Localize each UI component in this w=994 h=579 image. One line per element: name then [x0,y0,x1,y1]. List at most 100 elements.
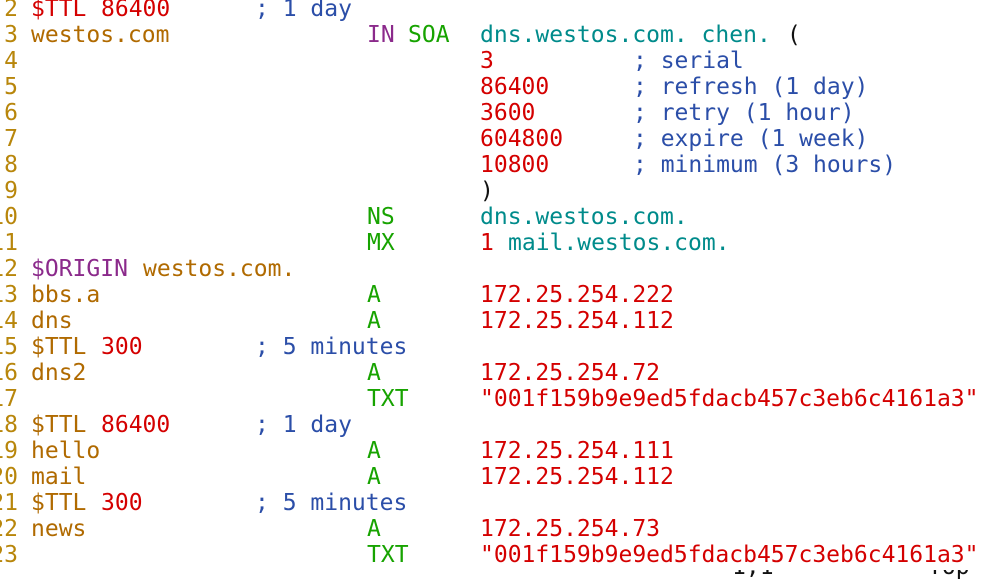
line-2[interactable]: 2 $TTL 86400 ; 1 day [0,0,994,22]
cursor-position: 1,1 [732,570,774,579]
line-10[interactable]: 10 NS dns.westos.com. [0,204,994,230]
ttl-directive: $TTL [31,490,87,516]
ttl-value: 300 [101,334,143,360]
record-type: NS [367,204,395,230]
line-15[interactable]: 15 $TTL 300 ; 5 minutes [0,334,994,360]
ttl-directive: $TTL [31,0,87,22]
txt-value: "001f159b9e9ed5fdacb457c3eb6c4161a3" [480,542,979,568]
line-6[interactable]: 6 3600 ; retry (1 hour) [0,100,994,126]
record-owner: dns [31,308,73,334]
line-number: 3 [4,22,18,48]
comment: ; 5 minutes [255,490,408,516]
record-data: 172.25.254.73 [480,516,661,542]
line-22[interactable]: 22 news A 172.25.254.73 [0,516,994,542]
mx-priority: 1 [480,230,494,256]
record-data: 172.25.254.72 [480,360,661,386]
close-paren: ) [480,178,494,204]
line-20[interactable]: 20 mail A 172.25.254.112 [0,464,994,490]
record-data: 172.25.254.111 [480,438,674,464]
soa-value: 10800 [480,152,550,178]
line-13[interactable]: 13 bbs.a A 172.25.254.222 [0,282,994,308]
line-number: 16 [0,360,18,386]
record-type: MX [367,230,395,256]
line-number: 14 [0,308,18,334]
line-number: 5 [4,74,18,100]
line-number: 20 [0,464,18,490]
record-data: 172.25.254.222 [480,282,674,308]
soa-value: 3 [480,48,494,74]
ttl-value: 300 [101,490,143,516]
line-number: 4 [4,48,18,74]
line-number: 2 [4,0,18,22]
line-19[interactable]: 19 hello A 172.25.254.111 [0,438,994,464]
line-number: 19 [0,438,18,464]
record-owner: bbs.a [31,282,101,308]
status-line: 1,1 Top [0,570,994,579]
comment: ; retry (1 hour) [633,100,855,126]
line-number: 11 [0,230,18,256]
line-number: 15 [0,334,18,360]
record-type: SOA [408,22,450,48]
record-data: 172.25.254.112 [480,464,674,490]
record-data: 172.25.254.112 [480,308,674,334]
line-18[interactable]: 18 $TTL 86400 ; 1 day [0,412,994,438]
line-number: 8 [4,152,18,178]
comment: ; 5 minutes [255,334,408,360]
soa-value: 604800 [480,126,564,152]
line-number: 13 [0,282,18,308]
comment: ; serial [633,48,744,74]
soa-primary-and-contact: dns.westos.com. chen. [480,22,771,48]
record-type: A [367,360,381,386]
record-owner: news [31,516,87,542]
line-4[interactable]: 4 3 ; serial [0,48,994,74]
line-number: 23 [0,542,18,568]
scroll-percent: Top [928,570,970,579]
line-17[interactable]: 17 TXT "001f159b9e9ed5fdacb457c3eb6c4161… [0,386,994,412]
line-number: 6 [4,100,18,126]
line-number: 7 [4,126,18,152]
line-8[interactable]: 8 10800 ; minimum (3 hours) [0,152,994,178]
line-5[interactable]: 5 86400 ; refresh (1 day) [0,74,994,100]
line-number: 22 [0,516,18,542]
line-number: 9 [4,178,18,204]
line-7[interactable]: 7 604800 ; expire (1 week) [0,126,994,152]
record-type: A [367,464,381,490]
record-owner: dns2 [31,360,87,386]
comment: ; 1 day [255,412,352,438]
line-number: 12 [0,256,18,282]
line-number: 10 [0,204,18,230]
record-type: A [367,282,381,308]
line-11[interactable]: 11 MX 1 mail.westos.com. [0,230,994,256]
line-21[interactable]: 21 $TTL 300 ; 5 minutes [0,490,994,516]
origin-directive: $ORIGIN [31,256,128,282]
record-type: A [367,516,381,542]
record-class: IN [367,22,395,48]
line-14[interactable]: 14 dns A 172.25.254.112 [0,308,994,334]
ttl-value: 86400 [101,412,171,438]
record-type: TXT [367,386,409,412]
line-3[interactable]: 3 westos.com IN SOA dns.westos.com. chen… [0,22,994,48]
line-9[interactable]: 9 ) [0,178,994,204]
comment: ; refresh (1 day) [633,74,869,100]
comment: ; expire (1 week) [633,126,869,152]
record-type: TXT [367,542,409,568]
record-owner: westos.com [31,22,170,48]
record-data: mail.westos.com. [508,230,730,256]
line-16[interactable]: 16 dns2 A 172.25.254.72 [0,360,994,386]
line-12[interactable]: 12 $ORIGIN westos.com. [0,256,994,282]
open-paren: ( [787,22,801,48]
soa-value: 3600 [480,100,536,126]
ttl-directive: $TTL [31,412,87,438]
record-type: A [367,438,381,464]
ttl-directive: $TTL [31,334,87,360]
line-number: 17 [0,386,18,412]
line-23[interactable]: 23 TXT "001f159b9e9ed5fdacb457c3eb6c4161… [0,542,994,568]
soa-value: 86400 [480,74,550,100]
record-type: A [367,308,381,334]
line-number: 18 [0,412,18,438]
ttl-value: 86400 [101,0,171,22]
line-number: 21 [0,490,18,516]
record-owner: mail [31,464,87,490]
record-data: dns.westos.com. [480,204,688,230]
